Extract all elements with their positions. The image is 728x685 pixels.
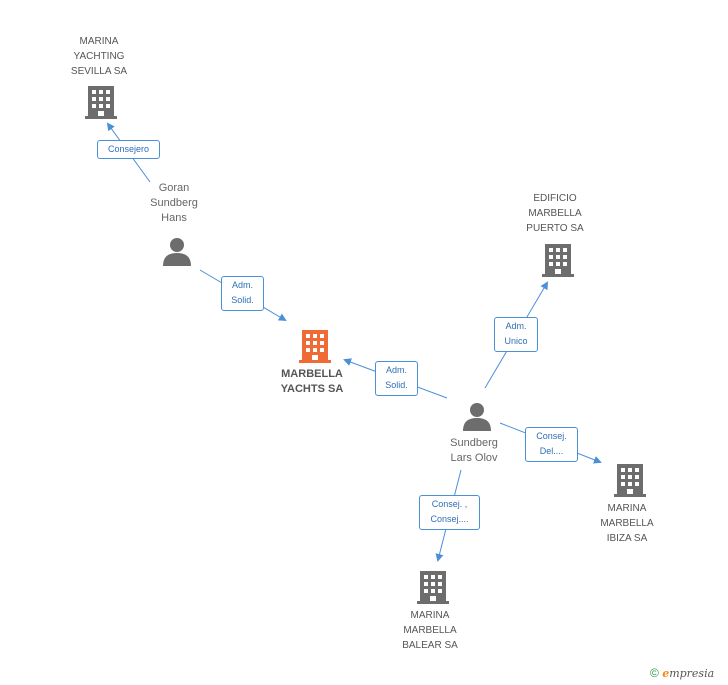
node-label-marina-balear[interactable]: MARINA MARBELLA BALEAR SA — [402, 610, 458, 651]
node-label-marina-ibiza[interactable]: MARINA MARBELLA IBIZA SA — [600, 503, 654, 544]
building-main-icon[interactable] — [298, 328, 332, 364]
person-icon[interactable] — [461, 401, 493, 431]
brand-logo: empresia — [662, 667, 715, 680]
node-label-edificio[interactable]: EDIFICIO MARBELLA PUERTO SA — [526, 193, 584, 234]
node-label-marbella-yachts[interactable]: MARBELLA YACHTS SA — [280, 368, 344, 395]
node-label-marina-sevilla[interactable]: MARINA YACHTING SEVILLA SA — [70, 36, 128, 77]
footer-brand: © empresia — [650, 666, 714, 680]
edge-label-lars-adm-solid[interactable]: Adm. Solid. — [375, 361, 418, 396]
building-icon[interactable] — [541, 242, 575, 278]
copyright-icon: © — [650, 666, 659, 680]
edge-label-lars-consej[interactable]: Consej. , Consej.... — [419, 495, 480, 530]
node-label-goran[interactable]: Goran Sundberg Hans — [150, 182, 198, 224]
building-icon[interactable] — [84, 84, 118, 120]
building-icon[interactable] — [416, 569, 450, 605]
node-label-lars[interactable]: Sundberg Lars Olov — [450, 437, 498, 464]
person-icon[interactable] — [161, 236, 193, 266]
edge-label-lars-adm-unico[interactable]: Adm. Unico — [494, 317, 538, 352]
edge-label-lars-consej-del[interactable]: Consej. Del.... — [525, 427, 578, 462]
edge-label-goran-adm-solid[interactable]: Adm. Solid. — [221, 276, 264, 311]
edge-label-consejero[interactable]: Consejero — [97, 140, 160, 159]
building-icon[interactable] — [613, 462, 647, 498]
